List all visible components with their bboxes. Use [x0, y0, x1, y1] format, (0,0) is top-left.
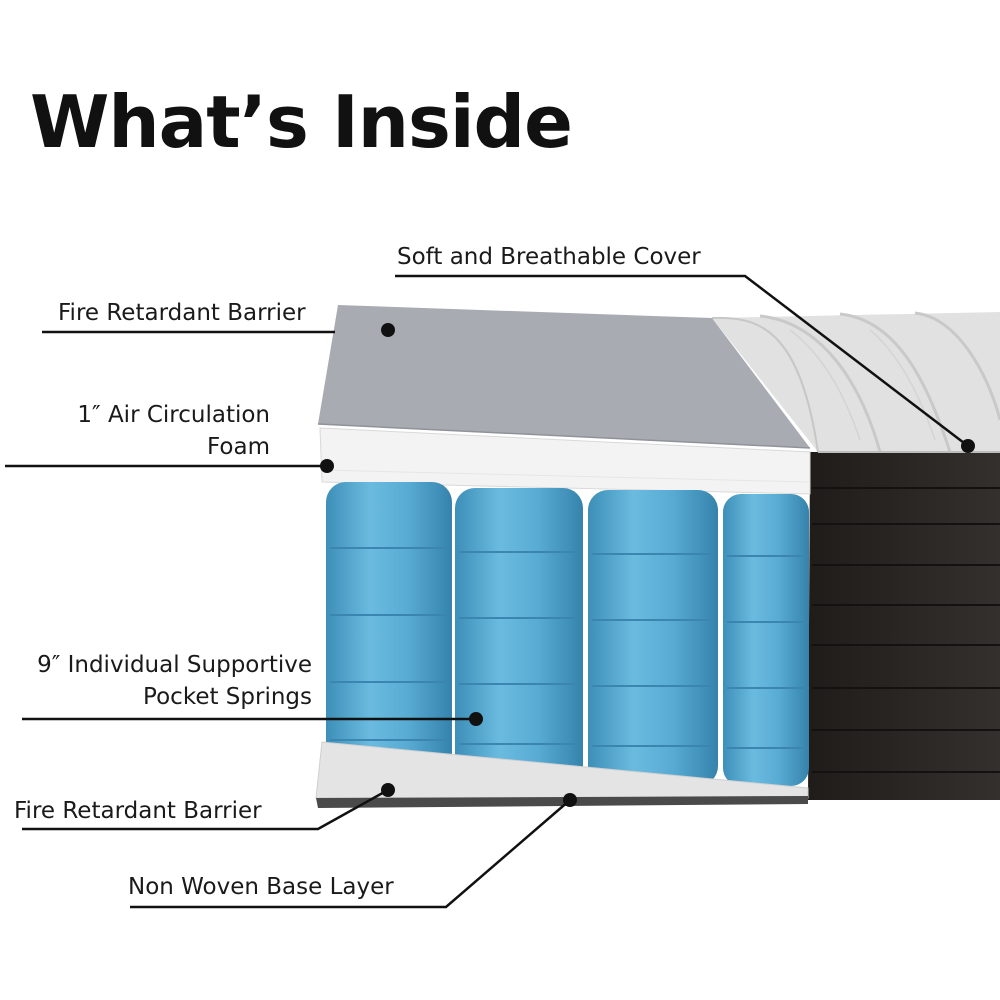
- label-fire-retardant-bottom: Fire Retardant Barrier: [14, 798, 262, 824]
- pocket-springs: [326, 482, 809, 786]
- dot-cover: [961, 439, 975, 453]
- label-base-layer: Non Woven Base Layer: [128, 874, 394, 900]
- label-fire-retardant-top: Fire Retardant Barrier: [58, 300, 306, 326]
- label-foam-line2: Foam: [207, 434, 270, 460]
- page-title: What’s Inside: [30, 80, 573, 164]
- callout-leaders: [5, 274, 969, 909]
- dot-base: [563, 793, 577, 807]
- dot-fire-bottom: [381, 783, 395, 797]
- dot-foam: [320, 459, 334, 473]
- non-woven-base-layer: [316, 796, 808, 808]
- label-foam-line1: 1″ Air Circulation: [77, 402, 270, 428]
- leader-cover: [395, 274, 969, 447]
- label-cover: Soft and Breathable Cover: [397, 244, 701, 270]
- pocket-spring-coil: [326, 482, 452, 782]
- callout-dots: [320, 323, 975, 807]
- leader-fire-bottom: [22, 788, 389, 831]
- fire-retardant-barrier-top: [317, 305, 811, 449]
- pocket-spring-coil: [455, 488, 583, 786]
- dot-springs: [469, 712, 483, 726]
- label-springs-line1: 9″ Individual Supportive: [37, 652, 312, 678]
- label-springs-line2: Pocket Springs: [143, 684, 312, 710]
- pocket-spring-coil: [723, 494, 809, 786]
- leader-base: [130, 799, 571, 909]
- dot-fire-top: [381, 323, 395, 337]
- mattress-side-panel: [808, 452, 1000, 800]
- pocket-spring-coil: [588, 490, 718, 786]
